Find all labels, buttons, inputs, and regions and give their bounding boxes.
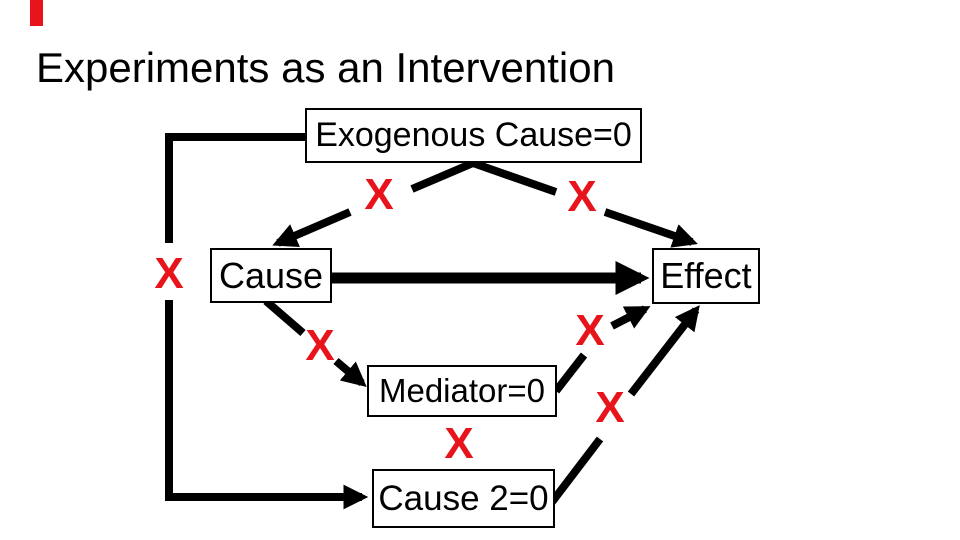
intervention-x-mediator-effect: X	[575, 306, 605, 355]
edge-mediator-to-effect-arrow	[610, 305, 651, 330]
red-accent-bar	[30, 0, 43, 26]
intervention-x-cause-mediator: X	[305, 321, 335, 370]
intervention-x-mediator-cause2: X	[444, 419, 474, 468]
edge-mediator-to-effect-segment	[552, 352, 588, 394]
edge-exogenous-to-cause2-lower-bracket-arrow	[165, 300, 369, 510]
intervention-x-cause2-effect: X	[595, 383, 625, 432]
node-effect: Effect	[652, 248, 760, 304]
slide-title: Experiments as an Intervention	[36, 44, 615, 91]
edge-cause2-to-effect-arrow	[627, 305, 700, 397]
edge-cause-to-mediator-segment	[263, 297, 306, 337]
edge-cause-to-mediator-arrow	[333, 357, 367, 388]
node-cause: Cause	[210, 248, 332, 303]
node-exogenous-cause: Exogenous Cause=0	[305, 108, 642, 163]
intervention-x-exogenous-cause: X	[364, 170, 394, 219]
edge-cause2-to-effect-segment	[548, 436, 604, 505]
edge-exogenous-to-cause-arrow	[272, 208, 352, 248]
intervention-x-exogenous-cause2: X	[154, 249, 184, 298]
intervention-x-exogenous-effect: X	[567, 172, 597, 221]
edge-exogenous-apex-segments	[410, 158, 558, 196]
edge-exogenous-to-effect-arrow	[603, 208, 698, 248]
node-cause2: Cause 2=0	[372, 469, 555, 528]
edge-exogenous-to-cause2-upper-bracket	[165, 133, 305, 243]
node-exogenous-cause-label: Exogenous Cause=0	[315, 116, 632, 154]
node-cause2-label: Cause 2=0	[378, 478, 549, 518]
node-effect-label: Effect	[660, 255, 752, 296]
node-cause-label: Cause	[218, 254, 324, 296]
node-mediator-label: Mediator=0	[378, 372, 545, 409]
node-mediator: Mediator=0	[367, 365, 557, 417]
